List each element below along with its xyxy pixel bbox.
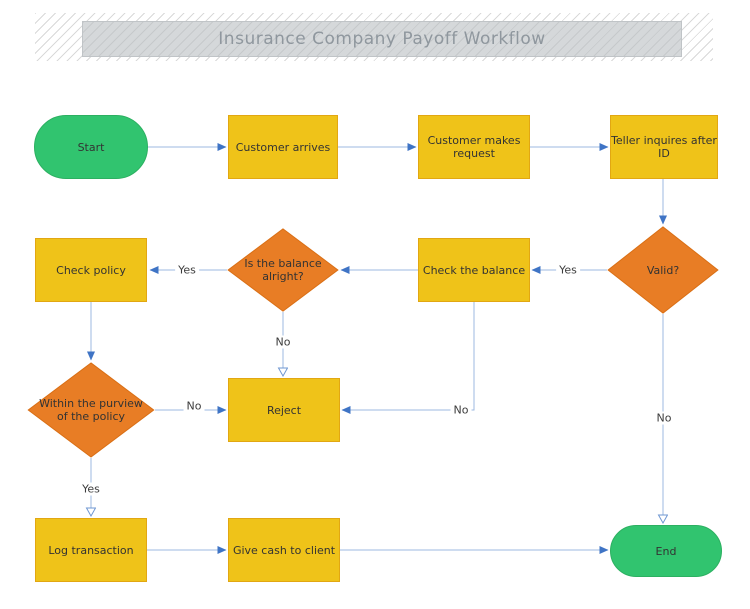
node-label: Give cash to client xyxy=(232,543,336,557)
edge-label-valid-yes: Yes xyxy=(556,263,580,277)
edge-label-balance-yes: Yes xyxy=(175,263,199,277)
node-label: Reject xyxy=(266,403,302,417)
diamond-shape xyxy=(227,228,339,312)
title-plate: Insurance Company Payoff Workflow xyxy=(82,21,682,57)
node-label: End xyxy=(655,544,677,558)
diamond-shape xyxy=(607,226,719,314)
node-customer-makes-request[interactable]: Customer makes request xyxy=(418,115,530,179)
node-teller-inquires-after-id[interactable]: Teller inquires after ID xyxy=(610,115,718,179)
node-end[interactable]: End xyxy=(610,525,722,577)
node-start[interactable]: Start xyxy=(34,115,148,179)
node-valid[interactable]: Valid? xyxy=(607,226,719,314)
node-give-cash-to-client[interactable]: Give cash to client xyxy=(228,518,340,582)
node-is-the-balance-alright[interactable]: Is the balance alright? xyxy=(227,228,339,312)
node-label: Check the balance xyxy=(422,263,526,277)
diagram-title: Insurance Company Payoff Workflow xyxy=(218,29,546,49)
title-banner-hatch: Insurance Company Payoff Workflow xyxy=(35,13,713,61)
node-label: Within the purview of the policy xyxy=(39,397,143,423)
node-label: Is the balance alright? xyxy=(244,257,322,283)
edge-label-purview-no: No xyxy=(183,399,205,413)
edge-label-valid-no: No xyxy=(653,411,675,425)
diamond-shape xyxy=(27,362,155,458)
node-label: Customer makes request xyxy=(427,134,521,160)
node-label: Teller inquires after ID xyxy=(611,134,717,160)
edge-label-balance-no: No xyxy=(272,335,294,349)
node-check-policy[interactable]: Check policy xyxy=(35,238,147,302)
edge-label-check-balance-no: No xyxy=(450,403,472,417)
node-label: Check policy xyxy=(56,263,126,277)
edge-label-purview-yes: Yes xyxy=(79,482,103,496)
node-label: Start xyxy=(77,140,105,154)
node-label: Valid? xyxy=(646,263,680,277)
edge-check-balance-no-to-reject xyxy=(341,302,475,414)
node-label: Customer arrives xyxy=(235,140,331,154)
node-label: Log transaction xyxy=(48,543,134,557)
node-check-the-balance[interactable]: Check the balance xyxy=(418,238,530,302)
node-log-transaction[interactable]: Log transaction xyxy=(35,518,147,582)
node-within-purview-of-policy[interactable]: Within the purview of the policy xyxy=(27,362,155,458)
node-customer-arrives[interactable]: Customer arrives xyxy=(228,115,338,179)
node-reject[interactable]: Reject xyxy=(228,378,340,442)
